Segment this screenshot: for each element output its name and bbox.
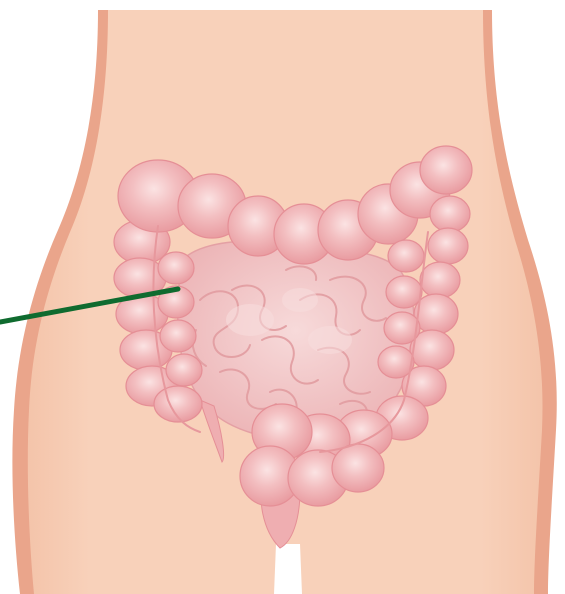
crotch-gap (274, 544, 302, 594)
